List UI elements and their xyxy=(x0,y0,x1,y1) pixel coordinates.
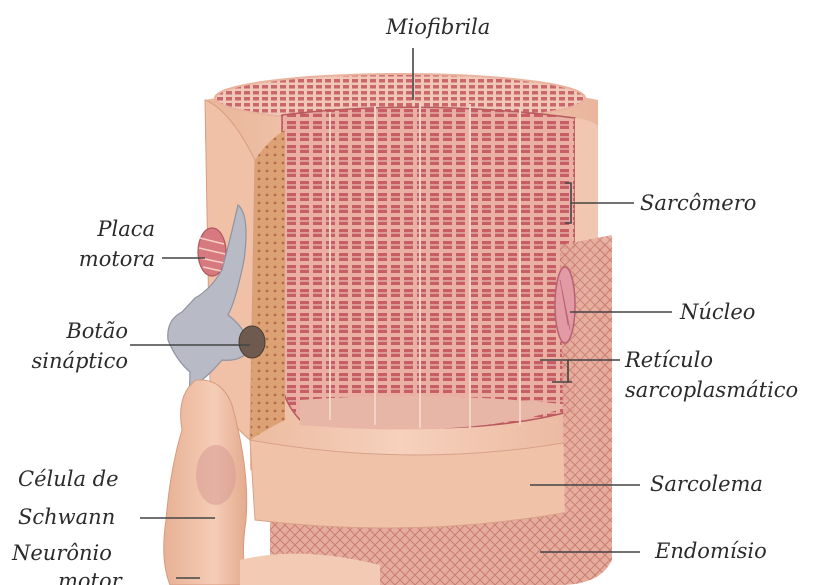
label-placa-motora-line2: motora xyxy=(60,246,155,272)
label-sarcomero: Sarcômero xyxy=(640,190,756,216)
label-neuronio-line2: motor xyxy=(58,568,122,585)
label-placa-motora-line1: Placa xyxy=(60,216,155,242)
label-schwann-line1: Célula de xyxy=(18,466,119,492)
label-endomisio: Endomísio xyxy=(655,538,767,564)
label-reticulo-line1: Retículo xyxy=(625,347,713,373)
myofibril-inner-wall xyxy=(282,103,575,430)
label-botao-line2: sináptico xyxy=(20,348,128,374)
label-miofibrila: Miofibrila xyxy=(386,14,490,40)
label-schwann-line2: Schwann xyxy=(18,504,115,530)
label-botao-line1: Botão xyxy=(20,318,128,344)
label-sarcolema: Sarcolema xyxy=(650,471,763,497)
label-nucleo: Núcleo xyxy=(680,299,755,325)
label-neuronio-line1: Neurônio xyxy=(12,540,112,566)
label-reticulo-line2: sarcoplasmático xyxy=(625,377,798,403)
